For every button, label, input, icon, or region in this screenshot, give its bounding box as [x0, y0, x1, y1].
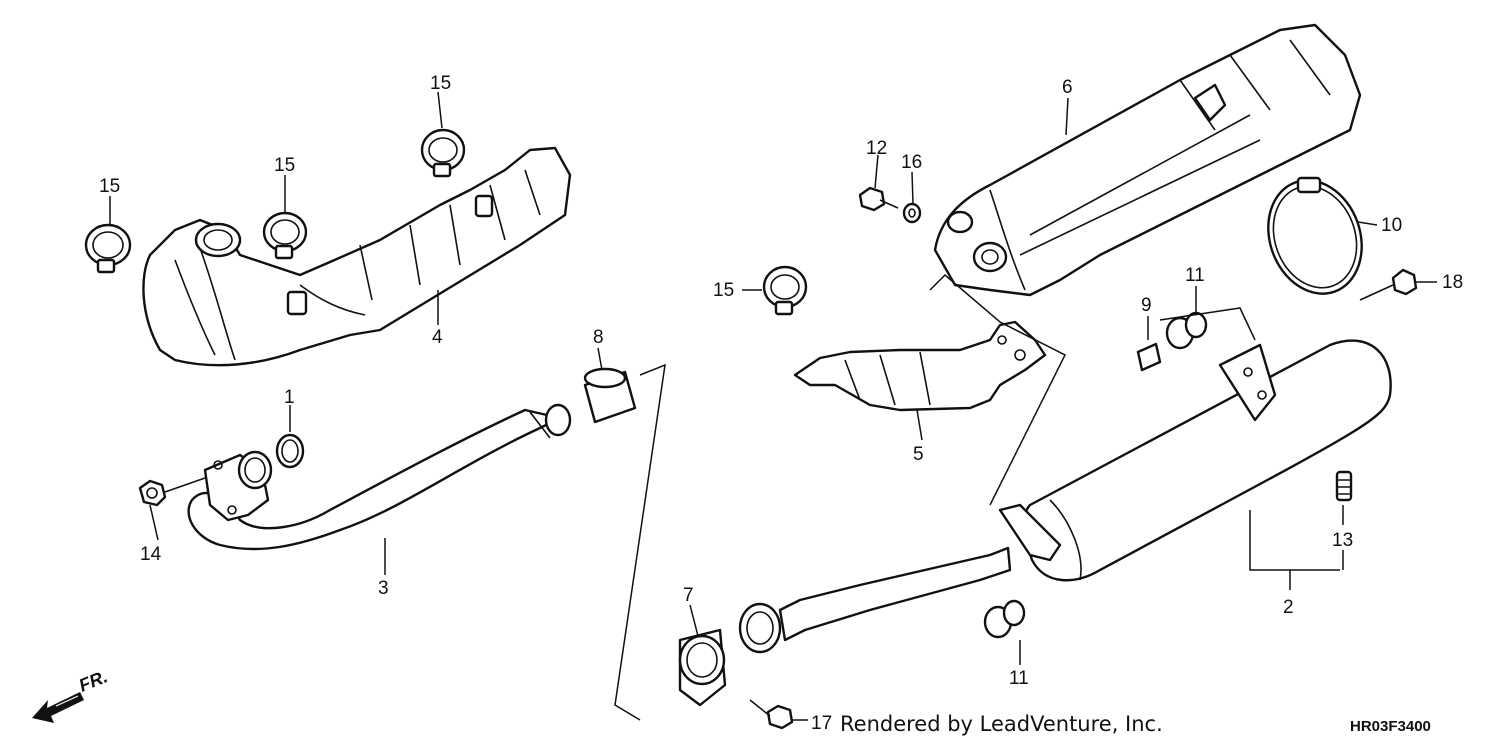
- callout-4: 4: [432, 327, 443, 348]
- callout-14: 14: [140, 544, 162, 565]
- arrow-left-icon: [32, 692, 84, 723]
- joint-clamp-part-7[interactable]: [678, 628, 727, 707]
- gasket-part-1[interactable]: [275, 433, 305, 469]
- heat-shield-part-5[interactable]: [793, 320, 1047, 412]
- callout-11b: 11: [1009, 668, 1029, 689]
- muffler-protector-part-6[interactable]: [933, 23, 1362, 297]
- collar-part-9[interactable]: [1136, 342, 1162, 372]
- callout-15a: 15: [99, 176, 120, 197]
- hose-clamp-part-15-d[interactable]: [762, 265, 808, 316]
- leader-lines: [109, 91, 1437, 721]
- callout-12: 12: [866, 138, 887, 159]
- callout-18: 18: [1442, 272, 1463, 293]
- callout-13: 13: [1332, 530, 1353, 551]
- muffler-part-2[interactable]: [738, 339, 1392, 654]
- band-part-10[interactable]: [1253, 167, 1377, 307]
- bolt-part-12[interactable]: [858, 186, 899, 212]
- callout-8: 8: [593, 327, 604, 348]
- callout-15b: 15: [274, 155, 295, 176]
- render-credit: Rendered by LeadVenture, Inc.: [840, 712, 1163, 736]
- pipe-protector-part-4[interactable]: [142, 146, 572, 367]
- callout-15c: 15: [430, 73, 451, 94]
- callout-1: 1: [284, 387, 295, 408]
- front-direction-indicator: FR.: [32, 666, 110, 723]
- exhaust-pipe-part-3[interactable]: [187, 403, 572, 551]
- callout-7: 7: [683, 585, 694, 606]
- grommet-part-11-b[interactable]: [983, 599, 1026, 639]
- callout-15d: 15: [713, 280, 734, 301]
- hose-clamp-part-15-a[interactable]: [84, 223, 132, 274]
- stud-part-13[interactable]: [1335, 470, 1353, 502]
- callout-16: 16: [901, 152, 922, 173]
- callout-5: 5: [913, 444, 924, 465]
- callout-11a: 11: [1185, 265, 1205, 286]
- hose-clamp-part-15-c[interactable]: [420, 128, 466, 178]
- bolt-part-18[interactable]: [1359, 268, 1418, 301]
- callout-6: 6: [1062, 77, 1073, 98]
- hose-clamp-part-15-b[interactable]: [262, 211, 308, 260]
- callout-17: 17: [811, 713, 832, 734]
- nut-part-14[interactable]: [138, 479, 167, 507]
- washer-part-16[interactable]: [902, 202, 922, 224]
- front-label: FR.: [76, 666, 110, 695]
- collar-part-8[interactable]: [583, 367, 637, 424]
- diagram-code: HR03F3400: [1350, 718, 1431, 735]
- callout-3: 3: [378, 578, 389, 599]
- callout-2: 2: [1283, 597, 1294, 618]
- bolt-part-17[interactable]: [749, 699, 794, 730]
- callout-labels: 1 2 3 4 5 6 7 8 9 10 11 11 12 13 14 15 1…: [99, 73, 1463, 734]
- callout-10: 10: [1381, 215, 1402, 236]
- callout-9: 9: [1141, 295, 1152, 316]
- grommet-part-11-a[interactable]: [1165, 311, 1208, 350]
